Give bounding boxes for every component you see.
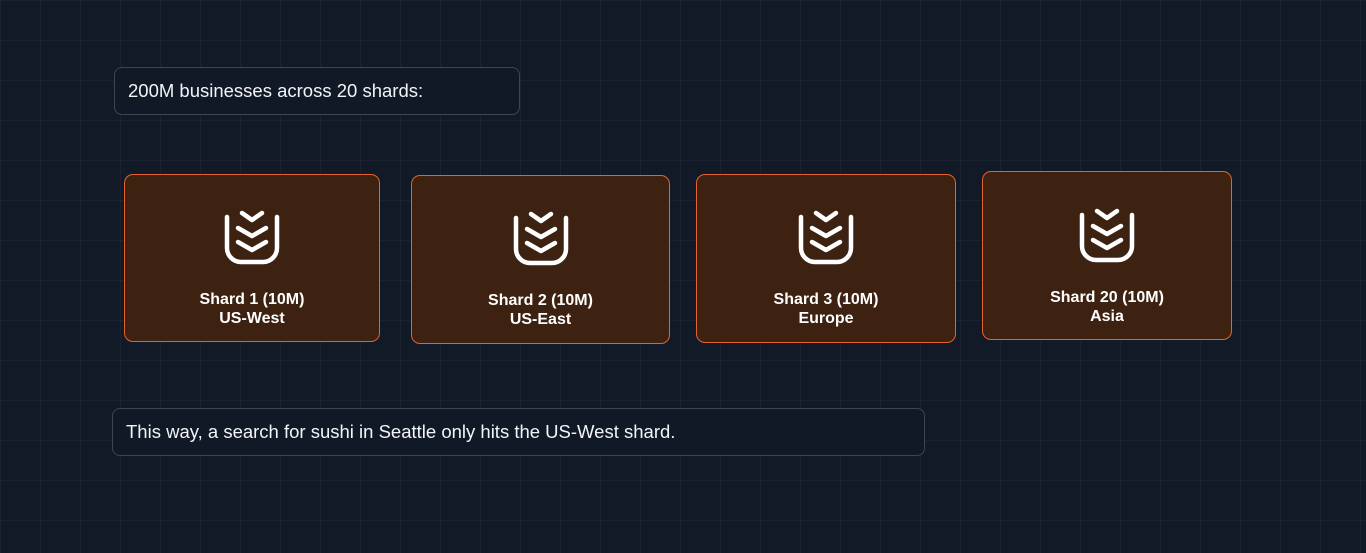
database-stack-icon — [798, 210, 854, 265]
shard-region: Europe — [798, 310, 854, 327]
shard-card-1: Shard 1 (10M) US-West — [124, 174, 380, 342]
conclusion-note: This way, a search for sushi in Seattle … — [112, 408, 925, 456]
intro-text: 200M businesses across 20 shards: — [128, 80, 424, 101]
shard-name: Shard 3 (10M) — [773, 291, 879, 308]
shard-card-2: Shard 2 (10M) US-East — [411, 175, 670, 344]
shard-card-3: Shard 3 (10M) Europe — [696, 174, 956, 343]
intro-note: 200M businesses across 20 shards: — [114, 67, 520, 115]
shard-region: US-West — [219, 310, 285, 327]
shard-name: Shard 1 (10M) — [199, 291, 305, 308]
database-stack-icon — [1079, 208, 1135, 263]
shard-region: Asia — [1090, 308, 1124, 325]
database-stack-icon — [513, 211, 568, 266]
conclusion-text: This way, a search for sushi in Seattle … — [126, 421, 676, 442]
database-stack-icon — [224, 210, 280, 265]
shard-region: US-East — [509, 311, 572, 328]
shard-name: Shard 2 (10M) — [488, 292, 593, 309]
shard-name: Shard 20 (10M) — [1050, 289, 1164, 306]
shard-card-20: Shard 20 (10M) Asia — [982, 171, 1232, 340]
